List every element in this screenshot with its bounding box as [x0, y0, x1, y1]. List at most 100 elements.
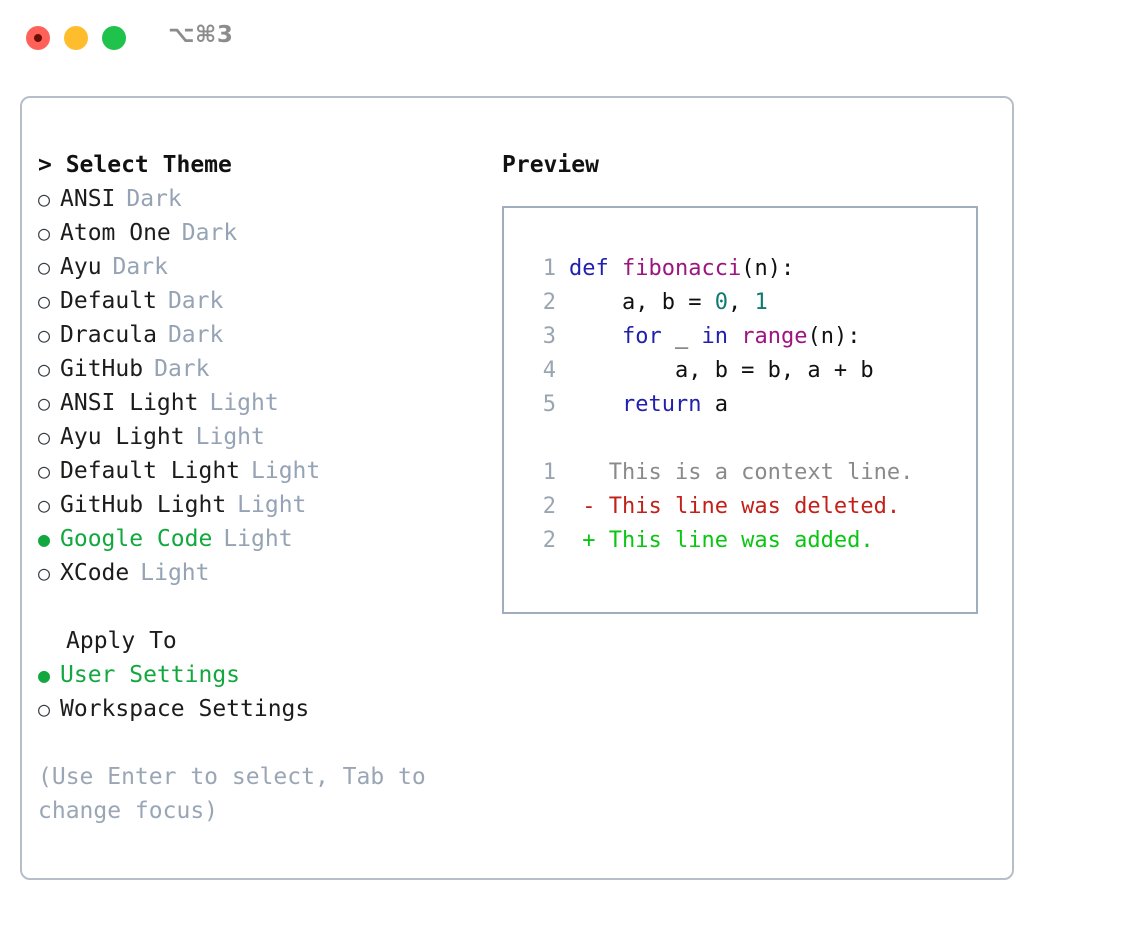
apply-to-option-label: User Settings: [60, 662, 241, 688]
theme-variant-tag: Dark: [167, 322, 224, 348]
code-text: a, b = b, a + b: [569, 354, 874, 388]
line-number: 4: [542, 358, 556, 383]
radio-unselected-icon: ○: [38, 425, 51, 449]
line-number: 5: [542, 392, 556, 417]
diff-block: 1 This is a context line.2 - This line w…: [522, 456, 976, 558]
theme-option-label: GitHub Light: [60, 492, 227, 518]
theme-option-label: GitHub: [60, 356, 144, 382]
line-number: 2: [542, 528, 556, 553]
radio-unselected-icon: ○: [38, 187, 51, 211]
code-gap: [522, 422, 976, 456]
theme-option-label: Default: [60, 288, 157, 314]
apply-to-list: ● User Settings ○ Workspace Settings: [38, 658, 478, 726]
code-text: return a: [569, 388, 728, 422]
line-number: 1: [542, 256, 556, 281]
token-kw: for: [621, 324, 662, 349]
apply-to-option-label: Workspace Settings: [60, 696, 310, 722]
token-kw: [569, 392, 622, 417]
code-line: 3 for _ in range(n):: [522, 320, 976, 354]
token-kw: def: [569, 256, 622, 281]
theme-variant-tag: Light: [251, 458, 321, 484]
theme-variant-tag: Dark: [167, 288, 224, 314]
token-pl: [728, 324, 741, 349]
theme-option-atom-one[interactable]: ○ Atom One Dark: [38, 216, 478, 250]
radio-selected-icon: ●: [38, 527, 51, 551]
theme-option-google-code[interactable]: ● Google Code Light: [38, 522, 478, 556]
line-number: 2: [542, 290, 556, 315]
radio-unselected-icon: ○: [38, 391, 51, 415]
diff-text: This is a context line.: [569, 460, 914, 485]
theme-option-label: Google Code: [60, 526, 213, 552]
token-num: 1: [754, 290, 768, 315]
token-kw: return: [621, 392, 702, 417]
code-line: 1 def fibonacci(n):: [522, 252, 976, 286]
preview-title: Preview: [502, 152, 599, 178]
token-pl: a, b = b, a + b: [569, 358, 874, 383]
radio-unselected-icon: ○: [38, 357, 51, 381]
theme-option-label: Atom One: [60, 220, 171, 246]
hint-text: (Use Enter to select, Tab to change focu…: [38, 764, 426, 824]
line-number: 2: [542, 494, 556, 519]
code-text: for _ in range(n):: [569, 320, 860, 354]
maximize-button[interactable]: [102, 26, 126, 50]
token-kw: in: [701, 324, 728, 349]
diff-line-del: 2 - This line was deleted.: [522, 490, 976, 524]
radio-unselected-icon: ○: [38, 323, 51, 347]
token-pl: [569, 324, 622, 349]
radio-unselected-icon: ○: [38, 289, 51, 313]
code-line: 2 a, b = 0, 1: [522, 286, 976, 320]
line-number: 1: [542, 460, 556, 485]
radio-selected-icon: ●: [38, 663, 51, 687]
theme-option-label: Dracula: [60, 322, 157, 348]
theme-option-ansi[interactable]: ○ ANSI Dark: [38, 182, 478, 216]
line-number: 3: [542, 324, 556, 349]
token-fn: range: [741, 324, 808, 349]
theme-variant-tag: Dark: [154, 356, 210, 382]
theme-option-label: ANSI Light: [60, 390, 199, 416]
theme-variant-tag: Light: [223, 526, 293, 552]
page-title: > Select Theme: [38, 152, 232, 178]
theme-variant-tag: Dark: [126, 186, 182, 212]
radio-unselected-icon: ○: [38, 697, 51, 721]
window-controls: [26, 26, 126, 50]
title-bar: ⌥⌘3: [0, 0, 1140, 78]
radio-unselected-icon: ○: [38, 221, 51, 245]
radio-unselected-icon: ○: [38, 255, 51, 279]
theme-option-label: ANSI: [60, 186, 116, 212]
theme-option-dracula[interactable]: ○ Dracula Dark: [38, 318, 478, 352]
theme-option-label: XCode: [60, 560, 130, 586]
token-pl: _: [661, 324, 702, 349]
apply-to-option-user-settings[interactable]: ● User Settings: [38, 658, 478, 692]
close-button[interactable]: [26, 26, 50, 50]
shortcut-label: ⌥⌘3: [168, 22, 234, 48]
minimize-button[interactable]: [64, 26, 88, 50]
diff-line-ctx: 1 This is a context line.: [522, 456, 976, 490]
token-pl: (n):: [741, 256, 795, 281]
theme-option-github[interactable]: ○ GitHub Dark: [38, 352, 478, 386]
code-text: def fibonacci(n):: [569, 252, 794, 286]
diff-line-add: 2 + This line was added.: [522, 524, 976, 558]
radio-unselected-icon: ○: [38, 561, 51, 585]
radio-unselected-icon: ○: [38, 493, 51, 517]
apply-to-option-workspace-settings[interactable]: ○ Workspace Settings: [38, 692, 478, 726]
theme-variant-tag: Light: [195, 424, 265, 450]
theme-variant-tag: Dark: [181, 220, 238, 246]
theme-option-label: Ayu: [60, 254, 102, 280]
code-line: 4 a, b = b, a + b: [522, 354, 976, 388]
theme-option-default[interactable]: ○ Default Dark: [38, 284, 478, 318]
code-text: a, b = 0, 1: [569, 286, 768, 320]
radio-unselected-icon: ○: [38, 459, 51, 483]
token-pl: a, b =: [569, 290, 715, 315]
